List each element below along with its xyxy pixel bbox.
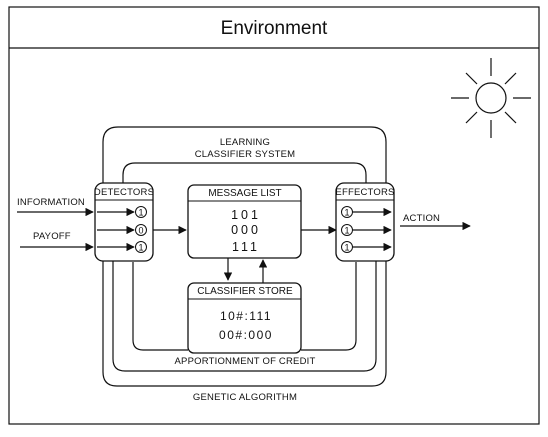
svg-text:1: 1 [344, 225, 349, 235]
effector-bit: 1 [341, 206, 353, 218]
message: 101 [231, 208, 261, 222]
classifier-rule: 00#:000 [219, 328, 273, 342]
genetic-algorithm-label: GENETIC ALGORITHM [193, 392, 297, 403]
genetic-algorithm-loop [102, 245, 387, 387]
apportionment-label: APPORTIONMENT OF CREDIT [175, 356, 316, 367]
message: 111 [232, 240, 260, 254]
sun-icon [451, 58, 531, 138]
environment-title: Environment [221, 18, 328, 39]
classifier-store-label: CLASSIFIER STORE [197, 286, 293, 297]
effector-bit: 1 [341, 241, 353, 253]
apportionment-inner-loop-right [301, 262, 357, 351]
detectors-label: DETECTORS [94, 187, 154, 198]
system-label-line1: LEARNING [220, 137, 270, 148]
effector-bit: 1 [341, 224, 353, 236]
classifier-store-box [187, 282, 302, 354]
message-list-box [187, 184, 302, 259]
system-label-line2: CLASSIFIER SYSTEM [195, 149, 296, 160]
svg-text:1: 1 [138, 207, 143, 217]
svg-text:1: 1 [344, 207, 349, 217]
classifier-rule: 10#:111 [220, 309, 272, 323]
message-list-label: MESSAGE LIST [208, 188, 281, 199]
detectors-box [94, 182, 154, 262]
system-outer-loop [102, 126, 387, 185]
detector-bit: 1 [135, 241, 147, 253]
effectors-box [335, 182, 395, 262]
apportionment-inner-loop [132, 262, 188, 351]
detector-bit: 0 [135, 224, 147, 236]
svg-text:1: 1 [138, 242, 143, 252]
message: 000 [231, 223, 261, 237]
payoff-label: PAYOFF [33, 231, 71, 242]
apportionment-outer-loop [112, 245, 377, 372]
environment-frame [8, 6, 540, 425]
information-label: INFORMATION [17, 197, 85, 208]
svg-text:1: 1 [344, 242, 349, 252]
action-label: ACTION [403, 213, 440, 224]
detector-bit: 1 [135, 206, 147, 218]
effectors-label: EFFECTORS [335, 187, 394, 198]
system-inner-loop [122, 162, 367, 185]
svg-text:0: 0 [138, 225, 143, 235]
